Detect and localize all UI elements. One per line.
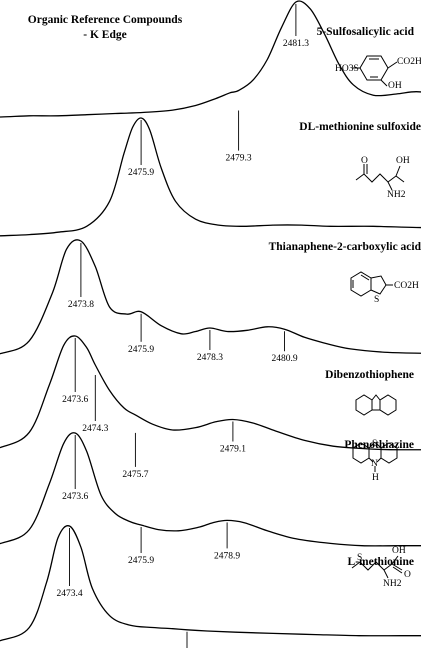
compound-name-4: Dibenzothiophene: [325, 369, 414, 381]
compound-name-6: L-methionine: [348, 556, 414, 568]
phenothiazine-substituent-s: S: [372, 439, 377, 449]
compound-name-1: 5-Sulfosalicylic acid: [317, 26, 415, 38]
spectrum-line-4: [0, 335, 421, 451]
sulfosalicylic-substituent-hso3: HO3S: [335, 64, 359, 74]
spectrum-line-2: [0, 117, 421, 237]
spectrum-line-6: [0, 525, 421, 642]
peak-label-5-3: 2478.9: [214, 551, 240, 561]
peak-label-5-2: 2475.9: [128, 556, 154, 566]
compound-name-2: DL-methionine sulfoxide: [299, 121, 421, 133]
chart-title-line-1: Organic Reference Compounds: [28, 14, 183, 26]
peak-label-3-2: 2475.9: [128, 345, 154, 355]
thianaphene-structure-icon: S CO2H: [350, 271, 419, 305]
methionine-sulfoxide-structure-icon: O OH NH2: [355, 156, 410, 200]
dibenzothiophene-structure-icon: [355, 394, 397, 416]
peak-markers-group: 2479.3 2481.3 2475.9 2473.8 2475.9 2478.3 2480…: [56, 4, 309, 648]
thianaphene-substituent-co2h: CO2H: [394, 281, 419, 291]
chart-title-line-2: - K Edge: [83, 29, 126, 41]
methionine-substituent-oh: OH: [392, 546, 406, 556]
peak-label-4-2: 2474.3: [82, 424, 108, 434]
peak-label-2-1: 2475.9: [128, 168, 154, 178]
methionine-sulfoxide-substituent-oh: OH: [396, 156, 410, 166]
peak-label-1-2: 2481.3: [283, 39, 309, 49]
peak-label-4-3: 2475.7: [122, 470, 148, 480]
sulfosalicylic-substituent-oh: OH: [388, 81, 402, 91]
peak-label-1-1: 2479.3: [226, 154, 252, 164]
methionine-substituent-nh2: NH2: [383, 579, 402, 589]
methionine-sulfoxide-substituent-o: O: [361, 156, 368, 166]
phenothiazine-substituent-n: N: [371, 459, 378, 469]
methionine-substituent-o: O: [404, 570, 411, 580]
spectrum-line-3: [0, 239, 421, 355]
phenothiazine-structure-icon: S N H: [352, 439, 398, 483]
peak-label-5-1: 2473.6: [62, 492, 88, 502]
peak-label-3-3: 2478.3: [197, 353, 223, 363]
sulfosalicylic-substituent-text-1: HO3S: [335, 64, 359, 74]
peak-label-6-1: 2473.4: [56, 589, 82, 599]
methionine-substituent-s: S: [357, 553, 362, 563]
methionine-structure-icon: S OH O NH2: [351, 546, 411, 589]
sulfosalicylic-acid-structure-icon: HO3S CO2H OH: [335, 55, 421, 91]
peak-label-4-1: 2473.6: [62, 395, 88, 405]
peak-label-4-4: 2479.1: [220, 445, 246, 455]
phenothiazine-substituent-h: H: [372, 473, 379, 483]
spectrum-line-1: [0, 0, 421, 118]
peak-label-3-4: 2480.9: [271, 354, 297, 364]
methionine-sulfoxide-substituent-nh2: NH2: [387, 190, 406, 200]
sulfosalicylic-substituent-co2h: CO2H: [397, 57, 421, 67]
spectrum-line-5: [0, 432, 421, 547]
peak-label-3-1: 2473.8: [68, 300, 94, 310]
compound-name-3: Thianaphene-2-carboxylic acid: [269, 241, 421, 253]
thianaphene-substituent-s: S: [374, 295, 379, 305]
compound-name-5: Phenothiazine: [344, 439, 414, 451]
